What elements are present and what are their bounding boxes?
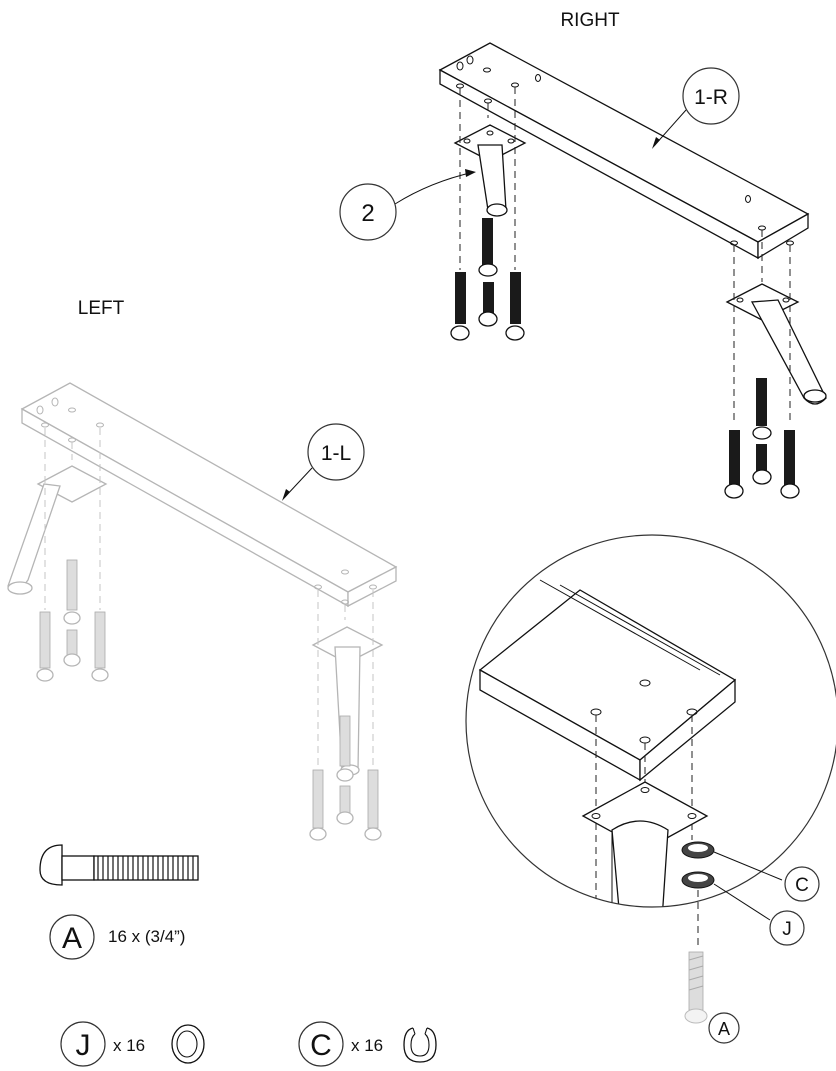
part-c-letter: C bbox=[310, 1029, 332, 1062]
right-heading: RIGHT bbox=[560, 10, 620, 31]
right-bolts-front bbox=[450, 218, 525, 341]
callout-bolt-label: A bbox=[718, 1019, 730, 1039]
carriage-bolt-icon bbox=[39, 844, 199, 886]
callout-leg-label: 2 bbox=[361, 200, 374, 227]
detail-bolt bbox=[684, 951, 708, 1024]
left-leg-rear bbox=[7, 465, 108, 595]
right-leg-front bbox=[453, 124, 527, 217]
callout-rail-right-label: 1-R bbox=[694, 86, 728, 109]
left-bolts-rear bbox=[36, 559, 109, 682]
detail-view: C J A bbox=[465, 534, 836, 1044]
callout-spring-washer: C bbox=[713, 851, 820, 902]
callout-flat-washer: J bbox=[713, 883, 805, 946]
split-lock-washer-icon bbox=[403, 1027, 437, 1063]
parts-list: A 16 x (3/4”) J x 16 C x 16 bbox=[39, 844, 437, 1067]
callout-flat-washer-label: J bbox=[782, 919, 792, 940]
right-rail bbox=[438, 42, 810, 260]
part-c-quantity: x 16 bbox=[351, 1036, 383, 1055]
right-alignment-lines bbox=[459, 87, 791, 425]
part-a-entry: A 16 x (3/4”) bbox=[49, 914, 185, 960]
left-alignment-lines bbox=[44, 428, 374, 768]
part-a-letter: A bbox=[62, 922, 82, 955]
callout-bolt: A bbox=[708, 1012, 740, 1044]
flat-washer-icon bbox=[171, 1024, 205, 1064]
part-a-quantity: 16 x (3/4”) bbox=[108, 927, 185, 946]
part-j-quantity: x 16 bbox=[113, 1036, 145, 1055]
callout-rail-left-label: 1-L bbox=[321, 442, 351, 465]
callout-rail-right: 1-R bbox=[652, 67, 740, 149]
callout-rail-left: 1-L bbox=[282, 423, 365, 501]
left-heading: LEFT bbox=[78, 298, 125, 319]
left-rail bbox=[20, 382, 398, 608]
right-bolts-rear bbox=[724, 378, 800, 499]
detail-spring-washer bbox=[681, 841, 715, 859]
callout-leg: 2 bbox=[339, 169, 476, 241]
left-bolts-front bbox=[309, 715, 382, 841]
callout-spring-washer-label: C bbox=[795, 875, 809, 896]
left-assembly: LEFT bbox=[7, 298, 398, 841]
part-j-letter: J bbox=[76, 1029, 91, 1062]
detail-flat-washer bbox=[681, 871, 715, 889]
part-j-entry: J x 16 bbox=[60, 1021, 205, 1067]
right-assembly: RIGHT bbox=[339, 10, 827, 499]
part-c-entry: C x 16 bbox=[298, 1021, 437, 1067]
right-leg-rear bbox=[725, 283, 827, 405]
